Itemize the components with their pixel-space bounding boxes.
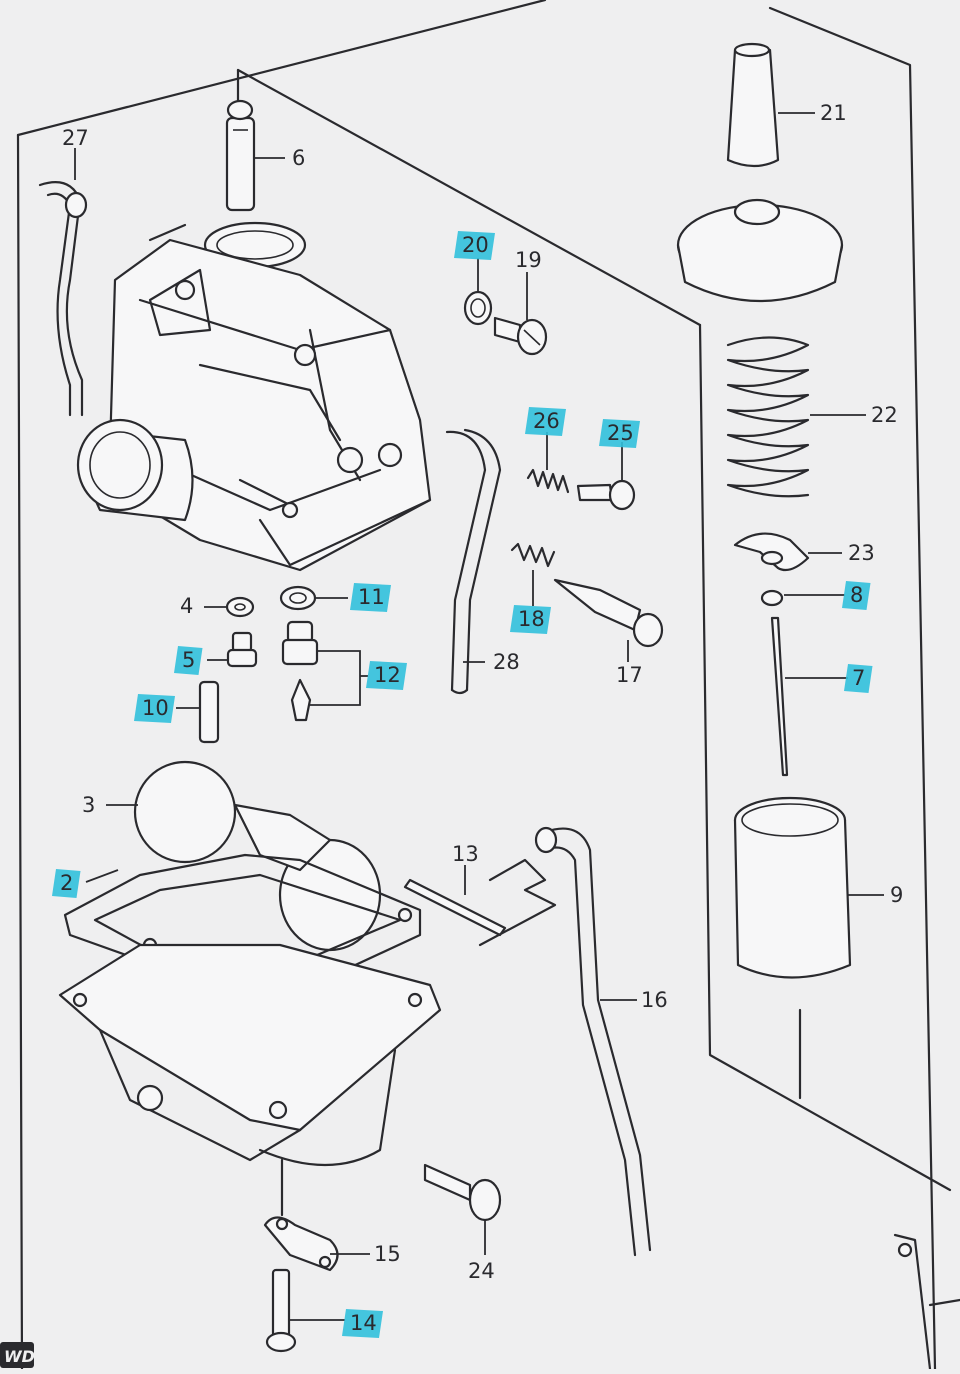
part-label-23: 23 [848,541,875,565]
part-7-needle [770,616,789,777]
part-5-jet [226,631,258,668]
leader-lines [74,112,884,1321]
part-20-oring [463,290,493,326]
corner-badge: WD [0,1342,35,1368]
part-label-19: 19 [515,248,542,272]
part-11-washer [279,585,317,611]
float-bowl [58,943,442,1167]
part-label-13: 13 [452,842,479,866]
callout-labels: 27 6 21 20 19 26 25 22 23 8 4 11 18 5 12 28 17 7 10 3 13 2 9 16… [52,101,903,1338]
part-24-screw [423,1163,502,1222]
part-10-jet [198,680,220,744]
part-14-screw [265,1268,297,1353]
part-label-4: 4 [180,594,193,618]
carburetor-body [76,221,432,572]
part-label-11: 11 [358,585,385,609]
part-label-27: 27 [62,126,89,150]
part-label-9: 9 [890,883,903,907]
label-highlight-26 [525,407,566,436]
label-highlight-2 [52,869,81,898]
part-12-valve [281,620,319,722]
part-9-slide [733,796,852,1100]
part-22-cap-nut [676,198,844,302]
part-label-12: 12 [374,663,401,687]
part-label-7: 7 [852,666,865,690]
part-label-3: 3 [82,793,95,817]
label-highlight-7 [844,664,873,693]
part-label-28: 28 [493,650,520,674]
part-label-21: 21 [820,101,847,125]
part-label-14: 14 [350,1311,377,1335]
label-highlight-25 [599,419,640,448]
label-highlight-18 [510,605,551,634]
part-26-spring [526,468,570,494]
corner-badge-text: WD [4,1347,35,1366]
part-28-hose [445,428,502,695]
neighbor-part-fragment [893,1233,960,1371]
part-15-bracket [263,1158,339,1272]
part-label-6: 6 [292,146,305,170]
part-label-25: 25 [607,421,634,445]
part-21-cap [726,42,780,168]
part-label-15: 15 [374,1242,401,1266]
part-6-jet [225,99,256,212]
part-4-washer [225,596,255,618]
part-17-screw [553,578,664,648]
part-22-spring [726,336,810,498]
part-label-16: 16 [641,988,668,1012]
label-highlight-12 [366,661,407,690]
part-label-2: 2 [60,871,73,895]
label-highlight-20 [454,231,495,260]
part-label-24: 24 [468,1259,495,1283]
label-highlight-14 [342,1309,383,1338]
part-18-spring [510,542,556,568]
part-13-pin [403,858,557,947]
part-27-hose [38,181,88,417]
part-25-screw [576,479,636,511]
part-16-hose [534,826,652,1257]
label-highlight-11 [350,583,391,612]
part-8-clip [760,589,784,607]
part-label-10: 10 [142,696,169,720]
frame-lines [16,0,952,1371]
part-label-20: 20 [462,233,489,257]
label-highlight-10 [134,694,175,723]
part-label-8: 8 [850,583,863,607]
part-23-clip [733,532,810,572]
part-label-26: 26 [533,409,560,433]
part-3-float [133,760,382,952]
label-highlight-8 [842,581,871,610]
part-label-22: 22 [871,403,898,427]
label-highlight-5 [174,646,203,675]
part-label-17: 17 [616,663,643,687]
part-label-18: 18 [518,607,545,631]
part-19-screw [493,316,548,356]
part-label-5: 5 [182,648,195,672]
